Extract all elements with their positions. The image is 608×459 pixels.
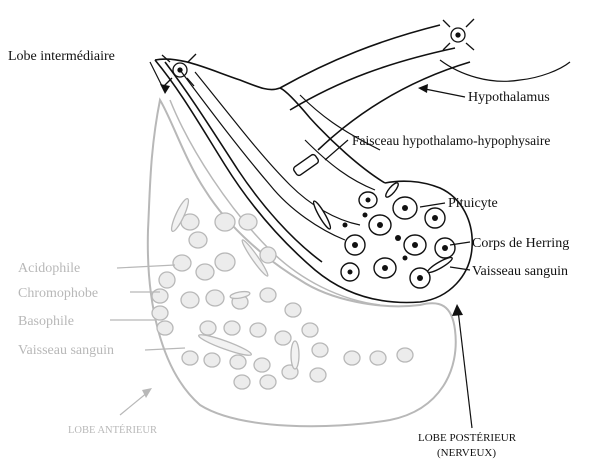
- herring-body: [363, 213, 368, 218]
- axon-line-2: [195, 72, 360, 225]
- cell: [275, 331, 291, 345]
- cell: [250, 323, 266, 337]
- cell: [204, 353, 220, 367]
- herring-body: [395, 235, 401, 241]
- cell: [260, 247, 276, 263]
- cell: [215, 253, 235, 271]
- label-hypothalamus: Hypothalamus: [468, 90, 550, 105]
- leader-acidophile: [117, 265, 175, 268]
- cell: [196, 264, 214, 280]
- leader-faisceau: [325, 140, 348, 160]
- cell: [173, 255, 191, 271]
- cell: [312, 343, 328, 357]
- cell: [182, 351, 198, 365]
- label-vaisseau-posterieur: Vaisseau sanguin: [472, 264, 568, 279]
- cell: [152, 289, 168, 303]
- arrowhead: [418, 84, 428, 93]
- label-lobe-posterieur: LOBE POSTÉRIEUR: [418, 432, 517, 444]
- label-lobe-posterieur-nerveux: (NERVEUX): [437, 447, 496, 459]
- cell: [344, 351, 360, 365]
- herring-body: [343, 223, 348, 228]
- cell: [189, 232, 207, 248]
- vessel: [291, 341, 299, 369]
- anterior-lobe: [148, 100, 456, 426]
- leader-lobe-ant: [120, 392, 148, 415]
- label-lobe-intermediaire: Lobe intermédiaire: [8, 49, 115, 64]
- label-acidophile: Acidophile: [18, 261, 80, 276]
- cell: [260, 375, 276, 389]
- cell: [302, 323, 318, 337]
- arrowhead-light: [142, 388, 152, 398]
- cell: [254, 358, 270, 372]
- label-basophile: Basophile: [18, 314, 74, 329]
- label-corps-herring: Corps de Herring: [472, 236, 569, 251]
- herring-body: [403, 256, 408, 261]
- cell: [224, 321, 240, 335]
- hypothalamus-curve: [440, 60, 570, 81]
- cell: [230, 355, 246, 369]
- fascicle-ring: [292, 153, 319, 176]
- arrowhead: [452, 304, 463, 316]
- label-lobe-anterieur: LOBE ANTÉRIEUR: [68, 424, 157, 436]
- label-vaisseau-anterieur: Vaisseau sanguin: [18, 343, 114, 358]
- cell: [152, 306, 168, 320]
- vessel: [384, 181, 400, 199]
- cell: [370, 351, 386, 365]
- cell: [397, 348, 413, 362]
- label-chromophobe: Chromophobe: [18, 286, 98, 301]
- stalk-right: [280, 25, 440, 88]
- leader-pituicyte: [420, 203, 445, 207]
- cell: [215, 213, 235, 231]
- cell: [260, 288, 276, 302]
- vessel: [197, 332, 252, 359]
- label-faisceau: Faisceau hypothalamo-hypophysaire: [352, 133, 550, 148]
- neuron-right: [443, 19, 474, 50]
- cell: [285, 303, 301, 317]
- cell: [200, 321, 216, 335]
- stalk-right-2: [290, 48, 455, 110]
- cell: [239, 214, 257, 230]
- vessel: [426, 255, 453, 274]
- leader-lobe-post: [458, 310, 472, 428]
- arrowhead: [160, 84, 170, 94]
- cell: [157, 321, 173, 335]
- cell: [206, 290, 224, 306]
- cell: [310, 368, 326, 382]
- label-pituicyte: Pituicyte: [448, 196, 498, 211]
- cell: [234, 375, 250, 389]
- cell: [159, 272, 175, 288]
- vessel: [311, 200, 332, 231]
- cell: [181, 292, 199, 308]
